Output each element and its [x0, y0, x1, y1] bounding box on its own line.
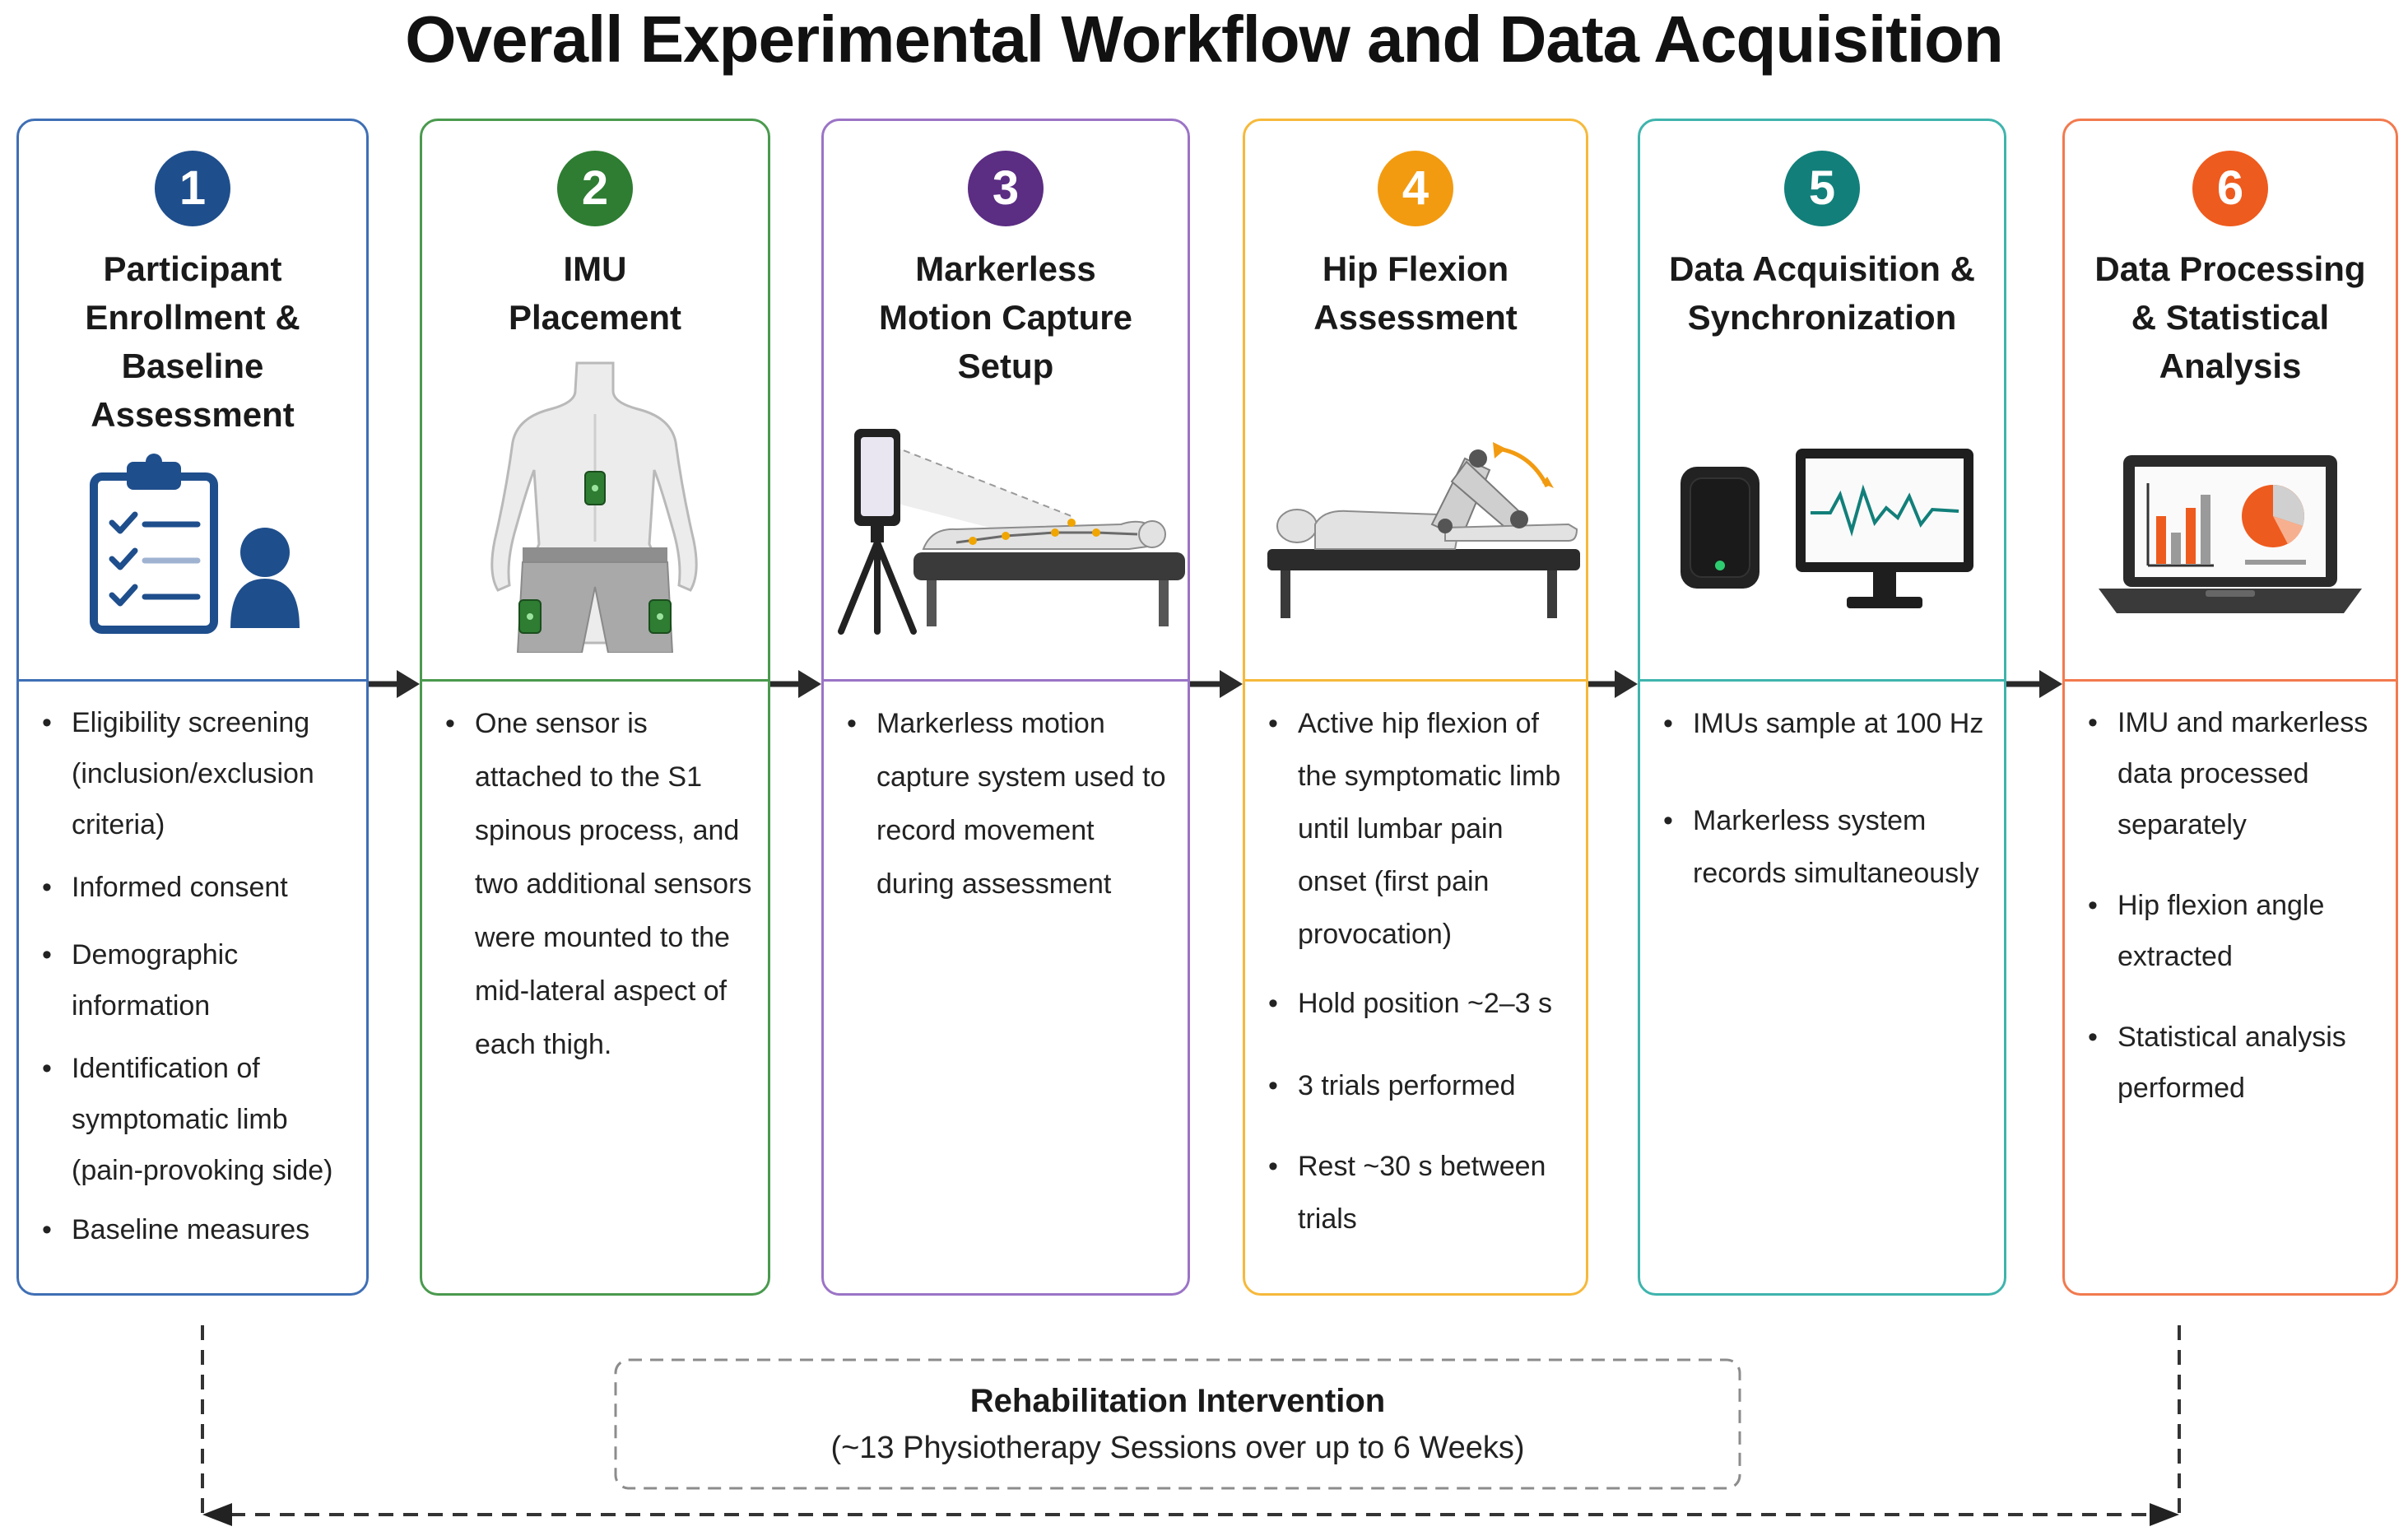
step-title-line: Baseline — [121, 347, 264, 385]
step-title-line: Setup — [957, 347, 1054, 385]
step-bullet-list: IMUs sample at 100 Hz Markerless system … — [1640, 697, 2004, 910]
step-bullet: One sensor is attached to the S1 spinous… — [445, 697, 755, 1072]
step-card-3: 3 Markerless Motion Capture Setup Marker — [821, 119, 1190, 1296]
step-card-4: 4 Hip Flexion Assessment Active hip flex… — [1243, 119, 1588, 1296]
step-title: Data Processing & Statistical Analysis — [2075, 244, 2386, 390]
step-title: Markerless Motion Capture Setup — [834, 244, 1178, 390]
step-title-line: Hip Flexion — [1322, 249, 1509, 288]
card-divider — [1245, 679, 1586, 682]
flow-arrow-icon — [1190, 670, 1243, 698]
step-bullet: Demographic information — [42, 929, 353, 1031]
step-number-badge: 5 — [1784, 151, 1860, 226]
step-title-line: Analysis — [2159, 347, 2302, 385]
flow-arrow-icon — [2006, 670, 2062, 698]
step-title-line: Participant — [103, 249, 282, 288]
step-bullet: Identification of symptomatic limb (pain… — [42, 1043, 353, 1196]
step-title-line: Synchronization — [1687, 298, 1957, 337]
step-title-line: Motion Capture — [879, 298, 1132, 337]
step-bullet: Markerless system records simultaneously — [1663, 794, 1991, 900]
step-title-line: IMU — [563, 249, 627, 288]
step-number-badge: 2 — [557, 151, 633, 226]
step-bullet-list: IMU and markerless data processed separa… — [2065, 697, 2396, 1124]
card-divider — [2065, 679, 2396, 682]
step-bullet: Statistical analysis performed — [2088, 1012, 2382, 1114]
step-title: Participant Enrollment & Baseline Assess… — [29, 244, 356, 439]
diagram-title: Overall Experimental Workflow and Data A… — [405, 2, 2004, 76]
step-bullet: Eligibility screening (inclusion/exclusi… — [42, 697, 353, 850]
step-title-line: Data Processing — [2094, 249, 2366, 288]
step-title: IMU Placement — [432, 244, 758, 342]
arrowhead-left-icon — [202, 1503, 232, 1526]
step-title-line: & Statistical — [2131, 298, 2330, 337]
step-bullet: Rest ~30 s between trials — [1268, 1140, 1573, 1245]
flow-arrow-icon — [369, 670, 420, 698]
intervention-box-border — [614, 1358, 1741, 1490]
step-bullet: Baseline measures — [42, 1204, 353, 1255]
step-card-2: 2 IMU Placement One sensor is attached t… — [420, 119, 770, 1296]
step-bullet-list: Eligibility screening (inclusion/exclusi… — [19, 697, 366, 1265]
intervention-box: Rehabilitation Intervention (~13 Physiot… — [616, 1360, 1740, 1488]
card-divider — [824, 679, 1188, 682]
body-with-sensors-icon — [422, 356, 768, 677]
card-divider — [422, 679, 768, 682]
step-bullet: Markerless motion capture system used to… — [847, 697, 1174, 911]
step-title-line: Markerless — [915, 249, 1096, 288]
hip-flexion-table-icon — [1245, 434, 1586, 681]
step-number-badge: 4 — [1378, 151, 1453, 226]
step-bullet: Hip flexion angle extracted — [2088, 880, 2382, 982]
step-number-badge: 6 — [2192, 151, 2268, 226]
card-divider — [1640, 679, 2004, 682]
flow-arrow-icon — [1588, 670, 1638, 698]
step-number-badge: 1 — [155, 151, 230, 226]
step-card-1: 1 Participant Enrollment & Baseline Asse… — [16, 119, 369, 1296]
step-card-6: 6 Data Processing & Statistical Analysis… — [2062, 119, 2398, 1296]
arrowhead-right-icon — [2150, 1503, 2179, 1526]
step-card-5: 5 Data Acquisition & Synchronization IMU… — [1638, 119, 2006, 1296]
step-title-line: Assessment — [91, 395, 295, 434]
imu-device-monitor-icon — [1640, 442, 2004, 656]
step-title-line: Enrollment & — [85, 298, 300, 337]
intervention-timeline — [201, 1325, 2181, 1526]
step-title-line: Placement — [508, 298, 682, 337]
step-title-line: Assessment — [1313, 298, 1518, 337]
step-title-line: Data Acquisition & — [1669, 249, 1975, 288]
step-bullet: Hold position ~2–3 s — [1268, 977, 1573, 1030]
intervention-title: Rehabilitation Intervention — [969, 1383, 1386, 1419]
card-divider — [19, 679, 366, 682]
intervention-subtitle: (~13 Physiotherapy Sessions over up to 6… — [830, 1431, 1525, 1465]
step-bullet-list: One sensor is attached to the S1 spinous… — [422, 697, 768, 1082]
clipboard-checklist-person-icon — [19, 444, 366, 649]
camera-tripod-patient-icon — [824, 426, 1188, 673]
step-bullet: 3 trials performed — [1268, 1059, 1573, 1112]
step-bullet: IMUs sample at 100 Hz — [1663, 697, 1991, 750]
flow-arrow-icon — [770, 670, 821, 698]
step-title: Data Acquisition & Synchronization — [1650, 244, 1994, 342]
step-bullet-list: Active hip flexion of the symptomatic li… — [1245, 697, 1586, 1255]
step-bullet-list: Markerless motion capture system used to… — [824, 697, 1188, 921]
step-bullet: Informed consent — [42, 862, 353, 913]
step-number-badge: 3 — [968, 151, 1044, 226]
step-bullet: IMU and markerless data processed separa… — [2088, 697, 2382, 850]
step-title: Hip Flexion Assessment — [1255, 244, 1576, 342]
laptop-charts-icon — [2065, 434, 2396, 664]
step-bullet: Active hip flexion of the symptomatic li… — [1268, 697, 1573, 961]
